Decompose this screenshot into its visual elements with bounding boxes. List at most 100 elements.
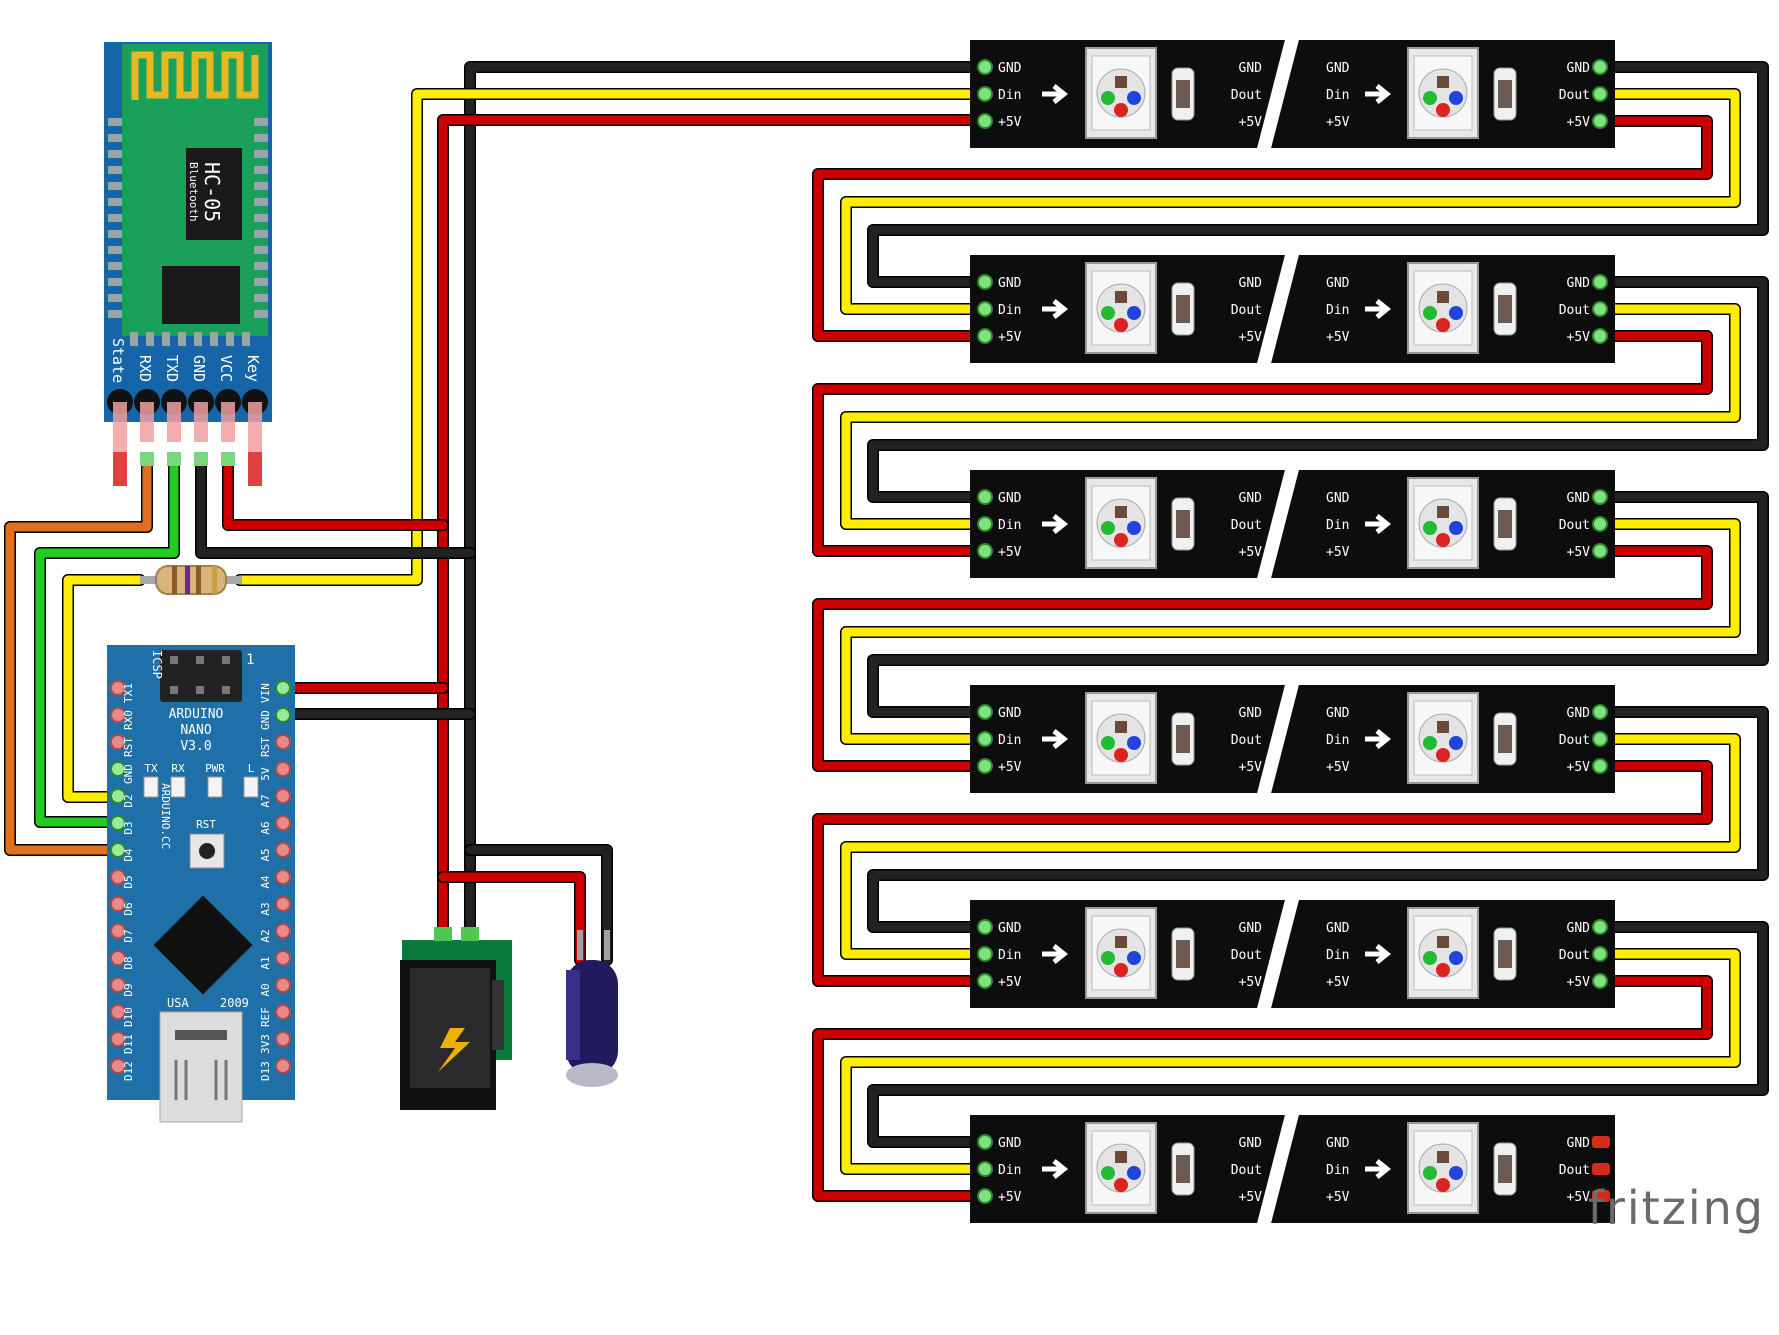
strip-pad-label: GND <box>1239 921 1263 936</box>
nano-pin <box>275 788 291 804</box>
led-red-die <box>1436 318 1450 332</box>
led-red-die <box>1114 748 1128 762</box>
nano-pin-label: TX1 <box>122 683 135 703</box>
strip-pad-label: +5V <box>1239 330 1263 345</box>
nano-pin-label: D9 <box>122 983 135 996</box>
strip-pad-label: Din <box>1326 518 1349 533</box>
resistor <box>140 565 242 595</box>
led-label: TX <box>144 762 158 775</box>
nano-pin <box>275 734 291 750</box>
board-title: ARDUINO <box>169 707 224 722</box>
nano-pin-label: A6 <box>259 821 272 834</box>
strip-input-pad <box>977 489 993 505</box>
led-red-die <box>1114 318 1128 332</box>
strip-pad-label: Dout <box>1231 948 1262 963</box>
strip-pad-label: Dout <box>1231 88 1262 103</box>
mcu-chip <box>153 895 253 995</box>
nano-pin <box>275 1031 291 1047</box>
pin-label: GND <box>190 355 208 382</box>
strip-pad-label: Dout <box>1559 88 1590 103</box>
strip-output-pad <box>1592 946 1608 962</box>
strip-input-pad <box>977 543 993 559</box>
nano-pin <box>110 977 126 993</box>
arduino-nano-board: ICSP 1 ARDUINO NANO V3.0 TX RX PWR L ARD… <box>107 645 295 1123</box>
nano-pin <box>275 977 291 993</box>
nano-pin-label: D4 <box>122 848 135 862</box>
strip-output-pad <box>1592 1163 1610 1175</box>
nano-pin <box>110 923 126 939</box>
led-blue-die <box>1449 736 1463 750</box>
led-blue-die <box>1449 1166 1463 1180</box>
strip-pad-label: GND <box>998 276 1022 291</box>
pin-label: RXD <box>136 355 154 382</box>
strip-pad-label: +5V <box>1239 1190 1263 1205</box>
led-blue-die <box>1449 91 1463 105</box>
strip-interconnect-wires <box>812 61 1769 1202</box>
strip-cut-mark <box>1254 458 1302 590</box>
nano-pin-label: A3 <box>259 902 272 915</box>
strip-input-pad <box>977 1134 993 1150</box>
nano-pin-label: 5V <box>259 767 272 781</box>
strip-pad-label: GND <box>1326 491 1350 506</box>
rgb-led <box>1085 692 1195 784</box>
strip-pad-label: +5V <box>1567 760 1591 775</box>
strip-pad-label: +5V <box>998 760 1022 775</box>
nano-pin <box>275 815 291 831</box>
nano-pin-label: D8 <box>122 956 135 969</box>
strip-pad-label: GND <box>998 61 1022 76</box>
strip-pad-label: GND <box>1326 1136 1350 1151</box>
nano-pin-label: D11 <box>122 1034 135 1054</box>
strip-data-wire <box>841 304 1740 529</box>
nano-pin <box>110 680 126 696</box>
strip-input-pad <box>977 86 993 102</box>
nano-pin <box>110 734 126 750</box>
strip-data-wire <box>841 89 1740 314</box>
nano-pin <box>110 707 126 723</box>
strip-pad-label: GND <box>998 921 1022 936</box>
pin-label: VCC <box>217 355 235 382</box>
strip-output-pad <box>1592 543 1608 559</box>
rgb-led <box>1407 47 1517 139</box>
strip-vcc-wire <box>813 546 1712 771</box>
data-direction-arrow-icon <box>1042 1159 1069 1179</box>
strip-output-pad <box>1592 516 1608 532</box>
data-wire-strip <box>235 89 982 585</box>
nano-pin <box>110 869 126 885</box>
strip-output-pad <box>1592 731 1608 747</box>
rgb-led <box>1407 907 1517 999</box>
bt-header-pins <box>107 389 268 486</box>
strip-pad-label: GND <box>1567 491 1591 506</box>
led-blue-die <box>1449 951 1463 965</box>
strip-pad-label: Din <box>998 518 1021 533</box>
nano-pin-label: A0 <box>259 983 272 996</box>
strip-data-wire <box>841 734 1740 959</box>
strip-input-pad <box>977 919 993 935</box>
strip-input-pad <box>977 301 993 317</box>
led-green-die <box>1423 521 1437 535</box>
strip-pad-label: GND <box>1567 276 1591 291</box>
strip-pad-label: GND <box>1326 276 1350 291</box>
strip-pad-label: GND <box>1239 61 1263 76</box>
strip-output-pad <box>1592 704 1608 720</box>
strip-pad-label: Dout <box>1559 948 1590 963</box>
strip-data-wire <box>841 949 1740 1174</box>
strip-vcc-wire <box>813 116 1712 341</box>
led-green-die <box>1101 951 1115 965</box>
nano-pin <box>110 1004 126 1020</box>
nano-pin <box>110 1031 126 1047</box>
reset-button[interactable] <box>199 843 215 859</box>
data-direction-arrow-icon <box>1042 299 1069 319</box>
nano-pin <box>275 1058 291 1074</box>
rgb-led <box>1085 1122 1195 1214</box>
led-red-die <box>1436 1178 1450 1192</box>
strip-output-pad <box>1592 274 1608 290</box>
strip-pad-label: GND <box>1326 706 1350 721</box>
strip-input-pad <box>977 758 993 774</box>
led-blue-die <box>1127 951 1141 965</box>
strip-vcc-wire <box>813 976 1712 1201</box>
strip-pad-label: +5V <box>998 545 1022 560</box>
nano-pin <box>110 950 126 966</box>
nano-pin-label: A7 <box>259 794 272 807</box>
